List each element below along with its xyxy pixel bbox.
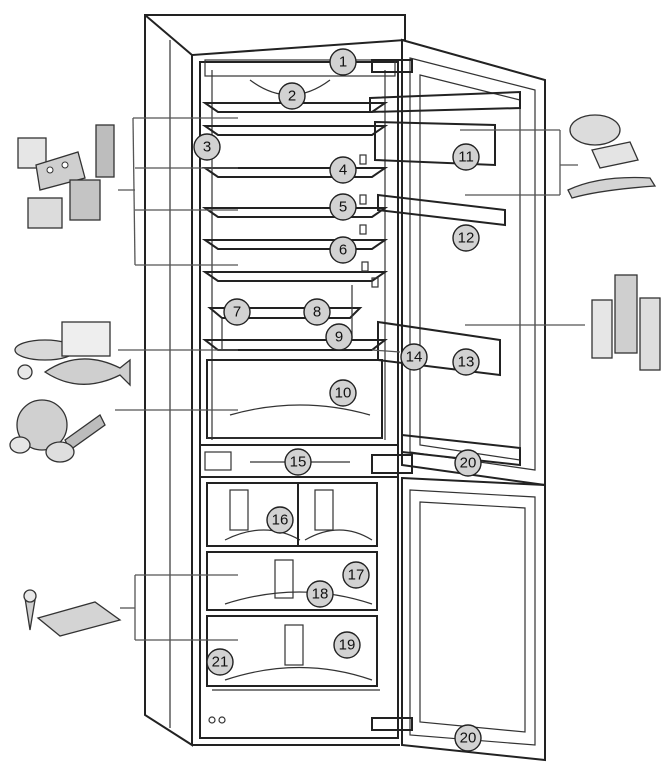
svg-text:6: 6 (339, 242, 347, 259)
callout-badge-13: 13 (452, 348, 480, 376)
fridge-compartment (201, 59, 396, 440)
svg-text:17: 17 (348, 567, 365, 584)
callout-badge-1: 1 (329, 48, 357, 76)
callout-badge-20-top: 20 (454, 449, 482, 477)
callout-badge-8: 8 (303, 298, 331, 326)
callout-badge-21: 21 (206, 648, 234, 676)
svg-text:10: 10 (335, 385, 352, 402)
callout-badge-16: 16 (266, 506, 294, 534)
svg-text:1: 1 (339, 54, 347, 71)
svg-text:15: 15 (290, 454, 307, 471)
callout-badge-14: 14 (400, 343, 428, 371)
bottles-illustration (591, 274, 661, 371)
callout-badge-10: 10 (329, 379, 357, 407)
svg-text:18: 18 (312, 586, 329, 603)
svg-text:20: 20 (460, 455, 477, 472)
callout-badge-2: 2 (278, 82, 306, 110)
dairy-food-illustration (17, 124, 115, 229)
frozen-food-illustration (23, 589, 122, 637)
svg-text:9: 9 (335, 329, 343, 346)
vegetables-illustration (9, 399, 106, 463)
svg-text:5: 5 (339, 199, 347, 216)
callout-badge-4: 4 (329, 156, 357, 184)
cabinet-outline (144, 14, 406, 747)
callout-badge-6: 6 (329, 236, 357, 264)
svg-text:7: 7 (233, 304, 241, 321)
svg-text:3: 3 (203, 139, 211, 156)
callout-lines (115, 117, 585, 641)
callout-badge-3: 3 (193, 133, 221, 161)
svg-text:21: 21 (212, 654, 229, 671)
divider-panel (199, 444, 399, 478)
svg-text:16: 16 (272, 512, 289, 529)
svg-text:4: 4 (339, 162, 347, 179)
svg-text:20: 20 (460, 730, 477, 747)
svg-text:12: 12 (458, 230, 475, 247)
callout-badge-18: 18 (306, 580, 334, 608)
fridge-door (369, 38, 546, 487)
callout-badge-11: 11 (452, 143, 480, 171)
freezer-compartment (206, 482, 380, 724)
svg-text:11: 11 (458, 149, 474, 166)
svg-text:14: 14 (406, 349, 423, 366)
callout-badge-5: 5 (329, 193, 357, 221)
freezer-door (371, 454, 546, 762)
callout-badge-17: 17 (342, 561, 370, 589)
callout-badge-19: 19 (333, 631, 361, 659)
shelf-supports (359, 154, 379, 288)
callout-badge-12: 12 (452, 224, 480, 252)
butter-food-illustration (567, 114, 657, 199)
svg-text:19: 19 (339, 637, 356, 654)
callout-badge-20-bottom: 20 (454, 724, 482, 752)
svg-text:2: 2 (288, 88, 296, 105)
fish-illustration (14, 321, 131, 387)
svg-text:13: 13 (458, 354, 475, 371)
callout-badge-15: 15 (284, 448, 312, 476)
svg-text:8: 8 (313, 304, 321, 321)
callout-badge-7: 7 (223, 298, 251, 326)
callout-badge-9: 9 (325, 323, 353, 351)
